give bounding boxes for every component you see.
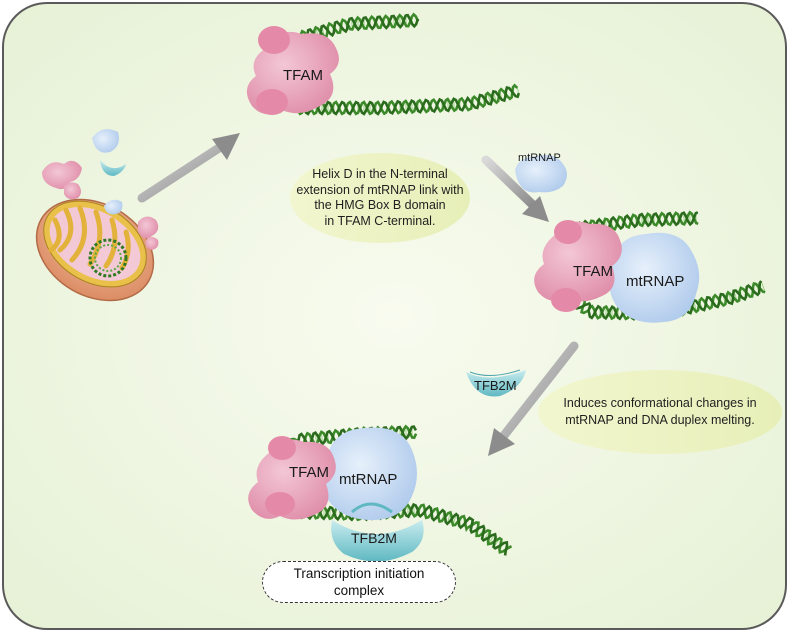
caption-line2: complex	[334, 582, 384, 599]
note-step1-line2: extension of mtRNAP link with	[296, 183, 463, 199]
stage2-tfam-label: TFAM	[573, 263, 613, 280]
note-step2: Induces conformational changes in mtRNAP…	[540, 388, 780, 436]
note-step2-line2: mtRNAP and DNA duplex melting.	[563, 412, 756, 429]
stage3-tfb2m-label: TFB2M	[351, 530, 397, 546]
stage3-tfam-label: TFAM	[289, 464, 329, 481]
floating-protein-pink-2	[64, 182, 81, 199]
stage2-mtrnap-label: mtRNAP	[626, 273, 684, 290]
note-step1-line4: in TFAM C-terminal.	[296, 214, 463, 230]
note-step1: Helix D in the N-terminal extension of m…	[292, 158, 468, 238]
complex-caption: Transcription initiation complex	[262, 561, 456, 603]
note-step2-line1: Induces conformational changes in	[563, 395, 756, 412]
caption-line1: Transcription initiation	[294, 565, 425, 582]
stage1-tfam-label: TFAM	[283, 67, 323, 84]
free-tfb2m-label: TFB2M	[474, 378, 517, 393]
note-step1-line3: the HMG Box B domain	[296, 198, 463, 214]
note-step1-line1: Helix D in the N-terminal	[296, 167, 463, 183]
free-mtrnap-label: mtRNAP	[518, 152, 561, 164]
stage3-mtrnap-label: mtRNAP	[339, 471, 397, 488]
